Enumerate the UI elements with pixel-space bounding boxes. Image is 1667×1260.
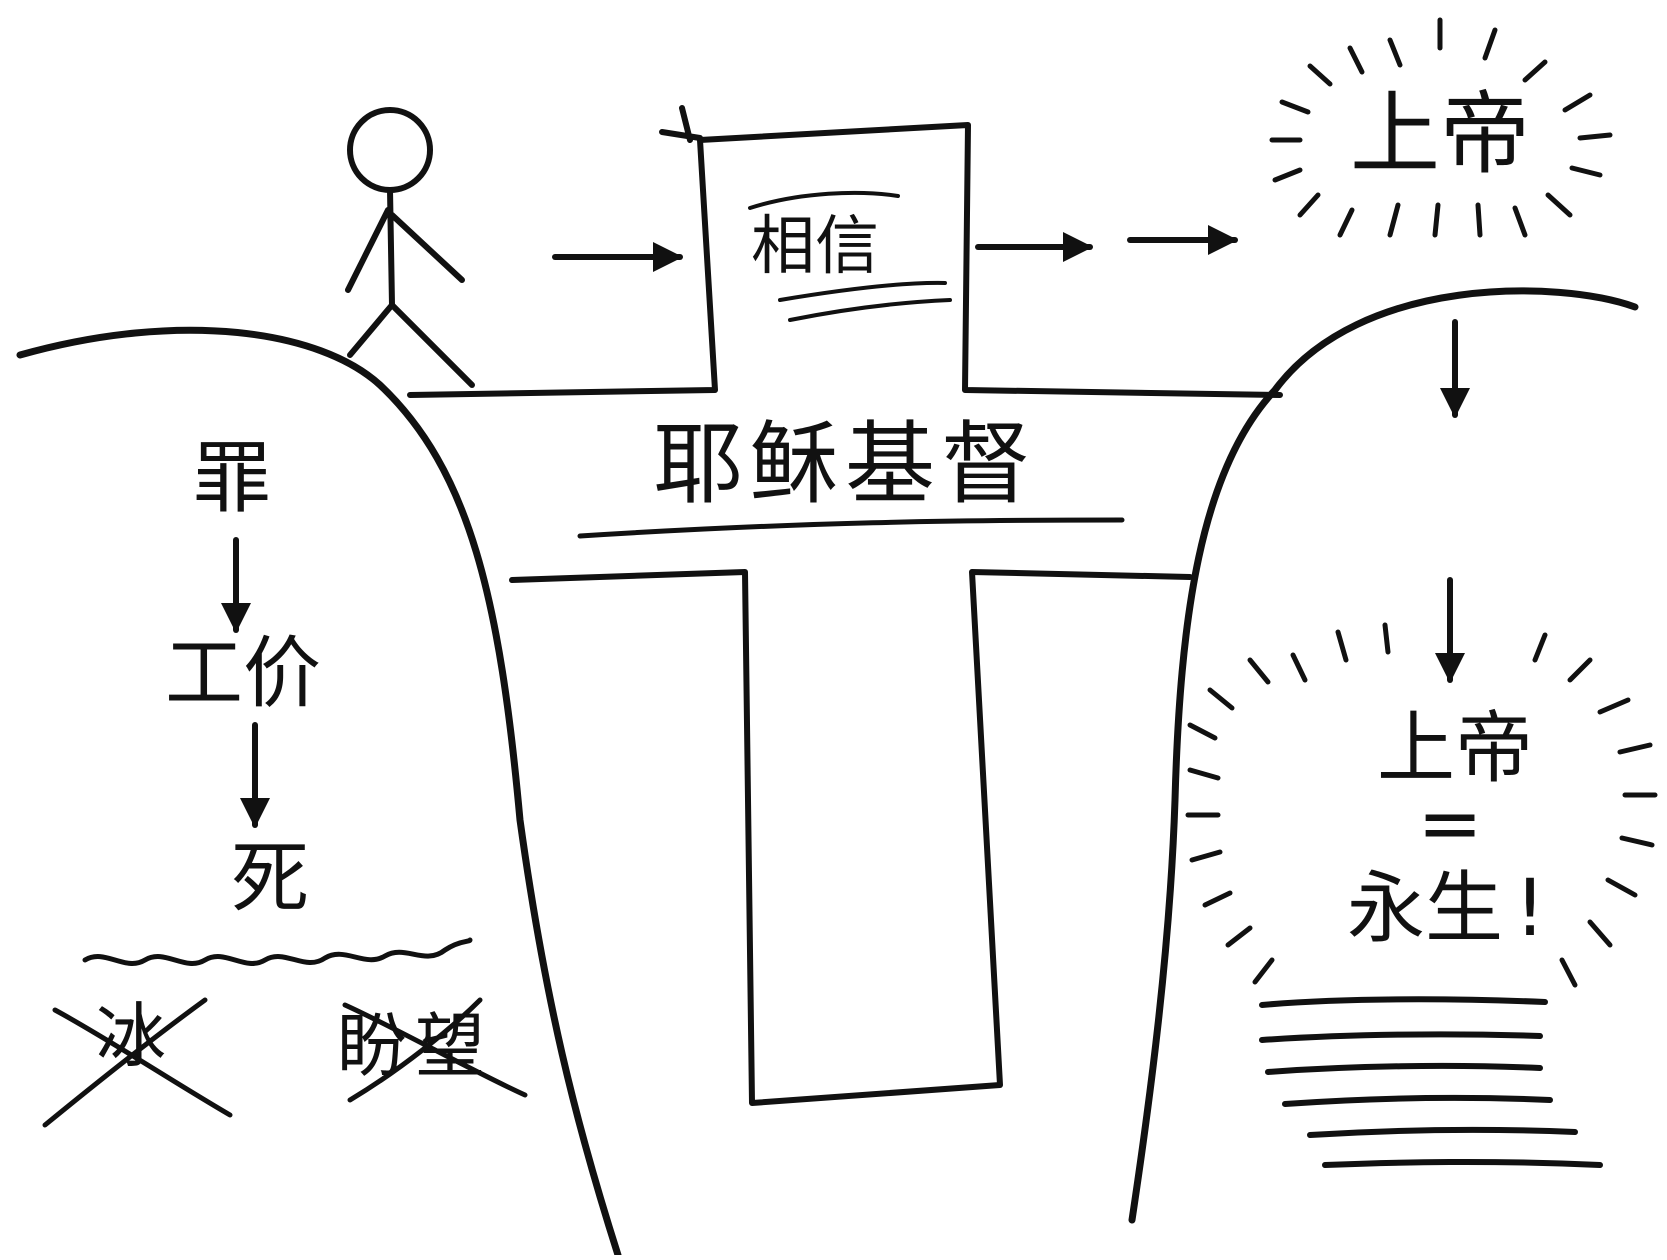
death-label: 死 bbox=[231, 834, 309, 924]
hope-label: 盼望 bbox=[337, 1005, 493, 1087]
hell-label: 冰 bbox=[96, 995, 174, 1077]
eternal-life-label: 永生 bbox=[1347, 864, 1503, 954]
base-lines bbox=[1259, 996, 1603, 1168]
sin-label: 罪 bbox=[193, 434, 271, 524]
left-cliff bbox=[16, 326, 622, 1259]
god-top-group: 上帝 bbox=[1269, 17, 1613, 238]
god-bottom-label: 上帝 bbox=[1377, 704, 1533, 794]
water-wave bbox=[82, 937, 473, 966]
stick-figure-icon bbox=[345, 107, 475, 388]
sun-rays-icon bbox=[1185, 622, 1658, 988]
god-top-label: 上帝 bbox=[1350, 82, 1530, 187]
flow-arrows bbox=[221, 225, 1470, 828]
exclaim-label: ! bbox=[1514, 864, 1545, 954]
crossed-hell: 冰 bbox=[42, 995, 233, 1128]
equals-label: = bbox=[1417, 779, 1482, 869]
sun-rays-icon bbox=[1269, 17, 1613, 238]
cross-bridge-icon bbox=[407, 105, 1283, 1106]
jesus-christ-label: 耶稣基督 bbox=[653, 412, 1037, 517]
believe-text: 相信 bbox=[751, 210, 879, 284]
god-eternal-group: 上帝 = 永生 ! bbox=[1185, 622, 1658, 1168]
right-cliff bbox=[1128, 287, 1639, 1224]
believe-label: 相信 bbox=[748, 190, 952, 322]
wages-label: 工价 bbox=[165, 629, 321, 719]
crossed-hope: 盼望 bbox=[337, 997, 528, 1103]
